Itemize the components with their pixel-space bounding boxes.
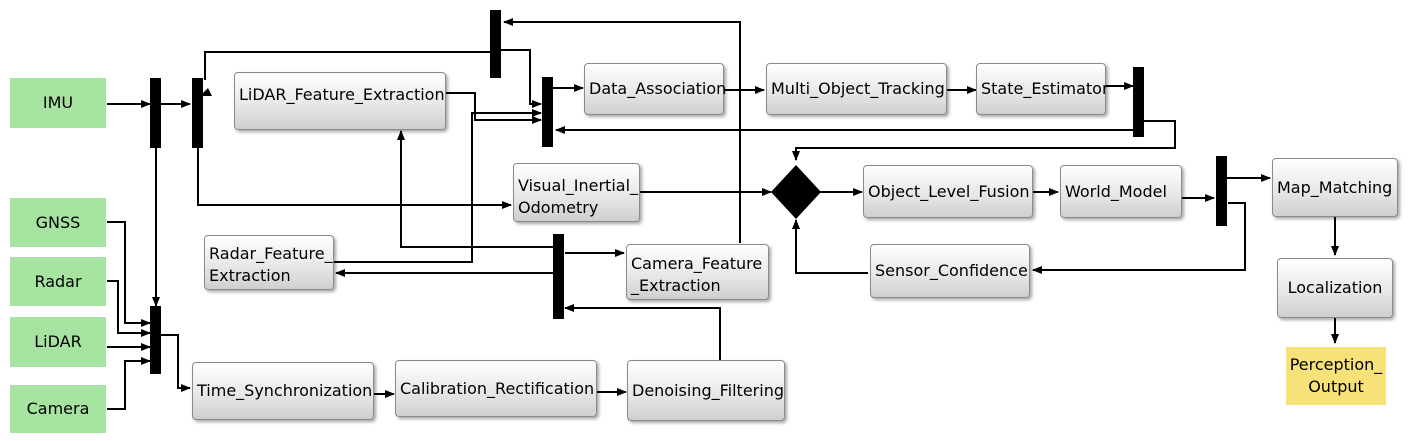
edge-radar-dabar	[333, 109, 542, 263]
node-camera-feature-extraction: Camera_Feature _Extraction	[626, 244, 769, 300]
node-camera: Camera	[10, 385, 106, 433]
node-sensor-confidence: Sensor_Confidence	[870, 244, 1030, 298]
node-map-matching: Map_Matching	[1272, 158, 1398, 217]
node-gnss: GNSS	[10, 198, 106, 247]
edge-wmbar-sc	[1032, 202, 1246, 274]
node-object-level-fusion: Object_Level_Fusion	[863, 165, 1033, 218]
state-estimator-bar	[1133, 67, 1144, 137]
edge-gnss-sync	[107, 221, 151, 327]
association-join-bar	[542, 77, 553, 147]
imu-fork-bar	[150, 78, 161, 148]
edge-lidarfeat-dabar	[446, 92, 542, 124]
node-calibration-rectification: Calibration_Rectification	[395, 360, 597, 417]
edge-sc-diamond	[792, 219, 868, 274]
edge-topbar-dabar	[500, 49, 542, 108]
node-perception-output: Perception_ Output	[1286, 347, 1386, 405]
edge-camera-sync	[107, 357, 151, 410]
edge-radar-sync	[107, 280, 151, 337]
node-radar-feature-extraction: Radar_Feature_ Extraction	[204, 235, 334, 290]
arrowhead-into-bar2	[200, 88, 212, 96]
top-join-bar	[490, 10, 501, 78]
sensor-sync-bar	[150, 306, 161, 374]
edge-den-featbar	[564, 304, 721, 360]
node-data-association: Data_Association	[584, 63, 726, 115]
edge-bar2-topbar	[204, 51, 490, 80]
edge-bar2-vio	[197, 148, 512, 209]
feature-fork-bar	[553, 234, 564, 319]
edge-featbar-lidar	[397, 130, 553, 248]
node-denoising-filtering: Denoising_Filtering	[627, 360, 785, 421]
edge-camfeat-topbar	[503, 18, 741, 243]
node-multi-object-tracking: Multi_Object_Tracking	[766, 63, 947, 115]
imu-branch-bar	[192, 78, 203, 148]
node-world-model: World_Model	[1060, 165, 1182, 218]
node-lidar-feature-extraction: LiDAR_Feature_Extraction	[234, 72, 446, 130]
node-localization: Localization	[1277, 258, 1393, 318]
node-lidar: LiDAR	[10, 317, 106, 367]
node-time-synchronization: Time_Synchronization	[192, 362, 374, 420]
node-state-estimator: State_Estimator	[976, 63, 1109, 115]
world-model-bar	[1216, 156, 1227, 226]
node-radar: Radar	[10, 257, 106, 306]
node-imu: IMU	[10, 78, 106, 128]
fusion-decision-diamond	[771, 165, 821, 219]
edge-sebar-diamond	[792, 120, 1176, 161]
node-visual-inertial-odometry: Visual_Inertial_ Odometry	[513, 163, 640, 222]
edge-sync-ts	[160, 334, 191, 392]
